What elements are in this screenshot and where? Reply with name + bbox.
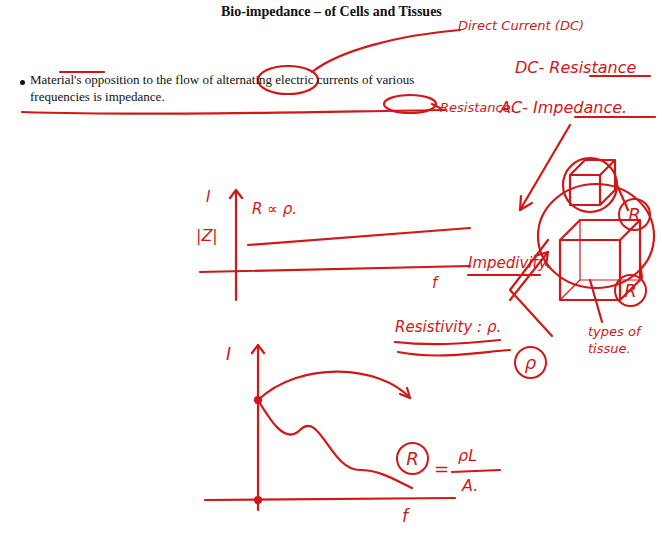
data-point bbox=[255, 497, 261, 503]
handwritten-note: types of tissue. bbox=[588, 324, 658, 358]
symbol-text: ρ bbox=[525, 352, 536, 373]
arrow-line bbox=[520, 125, 570, 210]
symbol-text: R bbox=[624, 280, 637, 301]
highlight-oval bbox=[384, 95, 436, 113]
underline bbox=[395, 340, 500, 344]
slide-title: Bio-impedance – of Cells and Tissues bbox=[221, 4, 442, 20]
symbol-text: R bbox=[406, 448, 419, 469]
handwritten-note: DC- Resistance bbox=[515, 58, 636, 77]
grouping-circle bbox=[538, 184, 654, 288]
axis-label: f bbox=[432, 274, 437, 292]
arrow-head bbox=[520, 196, 532, 210]
circled-symbol: R bbox=[614, 274, 647, 307]
leader-line bbox=[590, 280, 602, 322]
tissue-cube bbox=[570, 160, 615, 205]
leader-line bbox=[640, 262, 642, 278]
arrow-head bbox=[400, 388, 410, 398]
circled-symbol: R bbox=[396, 442, 429, 475]
circled-symbol: R bbox=[618, 198, 651, 231]
grouping-circle bbox=[563, 158, 617, 212]
axis bbox=[205, 498, 455, 500]
data-point bbox=[255, 397, 261, 403]
leader-line bbox=[432, 104, 440, 108]
axis bbox=[200, 266, 470, 272]
axis-label: I bbox=[206, 188, 210, 206]
axis-label: I bbox=[226, 344, 231, 364]
axis-label: f bbox=[402, 506, 408, 526]
formula-part: ρL bbox=[458, 446, 477, 465]
plot-curve bbox=[258, 372, 410, 400]
formula-part: A. bbox=[462, 476, 478, 495]
axis-label: |Z| bbox=[196, 226, 218, 245]
underline bbox=[398, 350, 510, 355]
leader-line bbox=[312, 30, 460, 72]
handwritten-note: Direct Current (DC) bbox=[458, 18, 584, 33]
fraction-bar bbox=[452, 470, 500, 472]
axis bbox=[230, 190, 242, 300]
handwritten-note: AC- Impedance. bbox=[500, 98, 627, 117]
circled-symbol: ρ bbox=[514, 346, 547, 379]
leader-line bbox=[617, 185, 628, 210]
plot-line bbox=[248, 228, 470, 245]
underline bbox=[22, 110, 445, 114]
handwritten-note: R ∝ ρ. bbox=[252, 200, 297, 218]
plot-curve bbox=[258, 400, 412, 488]
handwritten-note: Impedivity. bbox=[468, 254, 551, 272]
axis bbox=[252, 345, 264, 510]
handwritten-note: Resistivity : ρ. bbox=[395, 318, 501, 336]
bullet-text: Material's opposition to the flow of alt… bbox=[18, 72, 450, 106]
symbol-text: R bbox=[628, 204, 641, 225]
bullet-dot bbox=[20, 80, 25, 85]
formula-part: = bbox=[434, 458, 449, 479]
